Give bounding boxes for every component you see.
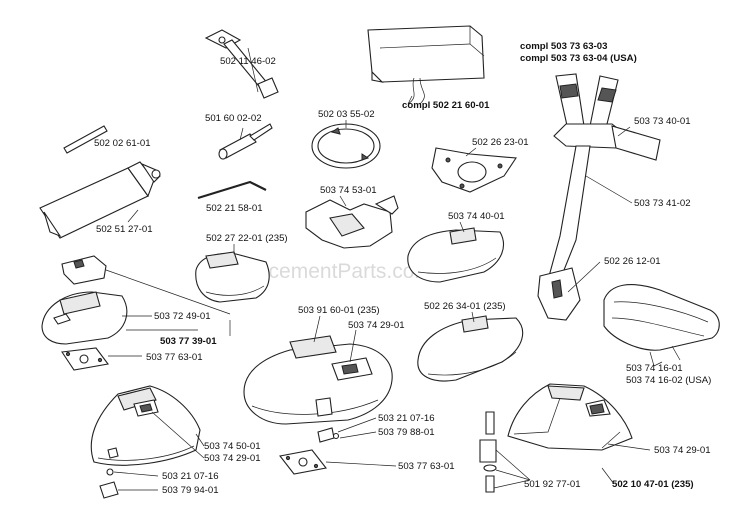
guard-235-drawing — [195, 251, 270, 303]
label-p6: compl 503 73 63-03 — [520, 41, 607, 52]
label-p14: 503 74 40-01 — [448, 211, 505, 222]
label-p33: 501 92 77-01 — [524, 479, 581, 490]
hex-key-drawing — [197, 180, 267, 200]
spring-ring-drawing — [311, 123, 381, 169]
label-p16: 502 26 12-01 — [604, 256, 661, 267]
combination-wrench-drawing — [204, 29, 279, 99]
label-p19: 503 77 39-01 — [160, 336, 217, 347]
label-p24: 503 74 16-02 (USA) — [626, 375, 711, 386]
label-p17: 502 26 34-01 (235) — [424, 301, 506, 312]
label-p15: 503 73 41-02 — [634, 198, 691, 209]
pin-drawing — [63, 125, 108, 154]
label-p30: 503 77 63-01 — [398, 461, 455, 472]
label-p20: 503 77 63-01 — [146, 352, 203, 363]
label-p34: 502 10 47-01 (235) — [612, 479, 694, 490]
label-p7: compl 503 73 63-04 (USA) — [520, 53, 637, 64]
label-p23: 503 74 16-01 — [626, 363, 683, 374]
label-p21: 503 91 60-01 (235) — [298, 305, 380, 316]
guard-left-drawing — [41, 255, 128, 371]
harness-drawing — [537, 73, 661, 321]
clip-nut-drawing — [99, 468, 119, 499]
label-p26: 503 74 29-01 — [204, 453, 261, 464]
label-p4: 502 03 55-02 — [318, 109, 375, 120]
grease-tube-drawing — [39, 161, 161, 239]
label-p32: 503 79 94-01 — [162, 485, 219, 496]
tool-bag-drawing — [367, 25, 485, 105]
screw-nut-drawing — [317, 427, 340, 443]
mount-plate-drawing — [279, 449, 327, 475]
guard-235-b-drawing — [417, 315, 524, 382]
label-p8: 503 73 40-01 — [634, 116, 691, 127]
screwdriver-drawing — [218, 123, 273, 160]
label-p31: 503 21 07-16 — [162, 471, 219, 482]
support-plate-drawing — [431, 147, 517, 193]
hip-pad-drawing — [603, 284, 720, 367]
label-p11: 502 21 58-01 — [206, 203, 263, 214]
label-p27: 503 21 07-16 — [378, 413, 435, 424]
lower-guard-drawing — [90, 385, 201, 466]
label-p5: compl 502 21 60-01 — [402, 100, 490, 111]
label-p28: 503 79 88-01 — [378, 427, 435, 438]
label-p29: 503 74 29-01 — [654, 445, 711, 456]
big-guard-drawing — [243, 335, 393, 425]
label-p1: 502 11 46-02 — [220, 56, 276, 67]
bracket-drawing — [305, 195, 399, 249]
label-p9: 502 26 23-01 — [472, 137, 529, 148]
label-p13: 502 27 22-01 (235) — [206, 233, 288, 244]
label-p3: 502 02 61-01 — [94, 138, 151, 149]
label-p10: 503 74 53-01 — [320, 185, 377, 196]
label-p18: 503 72 49-01 — [154, 311, 211, 322]
label-p2: 501 60 02-02 — [205, 113, 262, 124]
label-p12: 502 51 27-01 — [96, 224, 153, 235]
guard-drawing — [407, 227, 504, 283]
label-p22: 503 74 29-01 — [348, 320, 405, 331]
lower-right-guard-drawing — [479, 383, 633, 493]
label-p25: 503 74 50-01 — [204, 441, 261, 452]
